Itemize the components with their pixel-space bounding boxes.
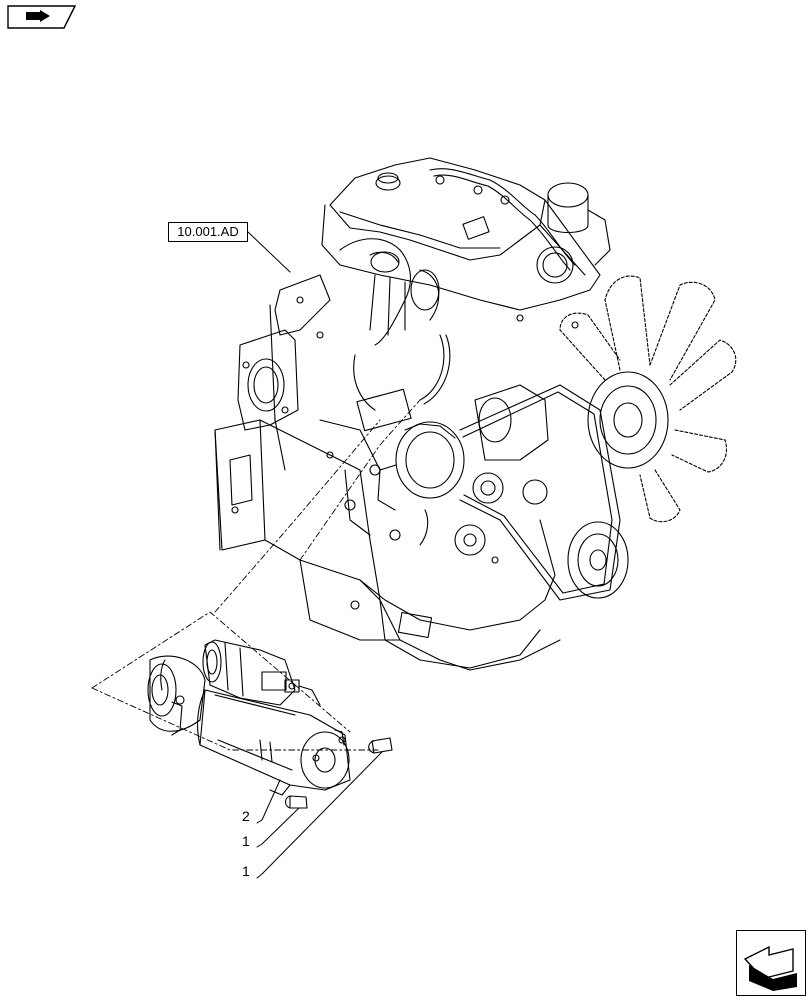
next-page-button[interactable]	[736, 930, 806, 996]
assembly-path-lines	[91, 399, 421, 751]
starter-bolt-lower	[284, 795, 308, 809]
next-page-icon	[743, 945, 797, 991]
engine-assembly	[214, 157, 737, 671]
starter-bolt-upper	[368, 737, 393, 754]
previous-page-icon	[7, 5, 76, 29]
callout-number: 1	[242, 863, 250, 879]
reference-label-box[interactable]: 10.001.AD	[168, 222, 248, 242]
starter-motor	[147, 639, 351, 796]
previous-page-button[interactable]	[6, 4, 76, 30]
callout-number: 2	[242, 808, 250, 824]
callout-number: 1	[242, 833, 250, 849]
callout-leaders	[247, 231, 383, 879]
